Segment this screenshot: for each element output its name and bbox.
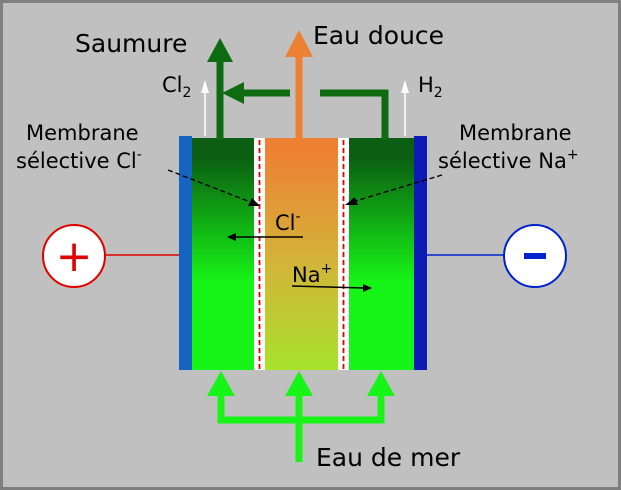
cl-ion-base: Cl bbox=[275, 211, 296, 235]
anode-plate bbox=[179, 136, 192, 370]
eau-de-mer-label: Eau de mer bbox=[316, 443, 461, 472]
cl-ion-arrowhead bbox=[227, 233, 236, 241]
membrane-left-sup: - bbox=[137, 147, 142, 163]
saumure-join-arrowhead bbox=[222, 82, 244, 104]
cathode-plate bbox=[414, 136, 427, 370]
center-compartment bbox=[264, 138, 339, 370]
anode-terminal bbox=[42, 224, 106, 288]
cl2-label-base: Cl bbox=[162, 73, 183, 97]
eau-de-mer-arrowhead-center bbox=[285, 371, 313, 396]
membrane-left-pointer-head bbox=[248, 198, 260, 206]
eau-de-mer-arrowhead-left bbox=[207, 371, 235, 396]
membrane-left-line2-text: sélective Cl bbox=[16, 149, 137, 173]
cathode-symbol-bar bbox=[524, 253, 546, 259]
anode-symbol: + bbox=[56, 231, 93, 282]
h2-label-base: H bbox=[418, 73, 434, 97]
eau-de-mer-manifold bbox=[217, 394, 385, 424]
na-ion-base: Na bbox=[292, 263, 321, 287]
membrane-left-line1: Membrane bbox=[26, 121, 139, 145]
eau-douce-label: Eau douce bbox=[313, 21, 444, 50]
h2-arrowhead bbox=[401, 80, 409, 93]
h2-label-sub: 2 bbox=[434, 85, 443, 101]
na-ion-arrow bbox=[291, 285, 365, 289]
na-ion-sup: + bbox=[321, 261, 333, 277]
membrane-right-line1: Membrane bbox=[459, 121, 572, 145]
cl-ion-label: Cl- bbox=[275, 209, 301, 235]
cl2-arrowhead bbox=[201, 80, 209, 93]
na-ion-label: Na+ bbox=[292, 261, 332, 287]
membrane-left-pointer bbox=[167, 169, 254, 204]
cl-ion-sup: - bbox=[296, 209, 301, 225]
h2-label: H2 bbox=[418, 73, 443, 101]
cl2-label: Cl2 bbox=[162, 73, 191, 101]
membrane-right-sup: + bbox=[567, 147, 579, 163]
eau-douce-arrowhead bbox=[285, 30, 313, 57]
saumure-arrowhead bbox=[207, 38, 233, 62]
membrane-right-line2: sélective Na+ bbox=[438, 147, 579, 173]
eau-de-mer-arrowhead-right bbox=[367, 371, 395, 396]
membrane-right-line2-text: sélective Na bbox=[438, 149, 567, 173]
right-compartment bbox=[348, 138, 415, 370]
saumure-pipe-right bbox=[320, 89, 389, 140]
membrane-left-line2: sélective Cl- bbox=[16, 147, 142, 173]
na-ion-arrowhead bbox=[363, 284, 372, 292]
membrane-right-pointer-head bbox=[345, 197, 358, 205]
saumure-label: Saumure bbox=[75, 29, 187, 58]
left-compartment bbox=[191, 138, 255, 370]
cl2-label-sub: 2 bbox=[183, 85, 192, 101]
